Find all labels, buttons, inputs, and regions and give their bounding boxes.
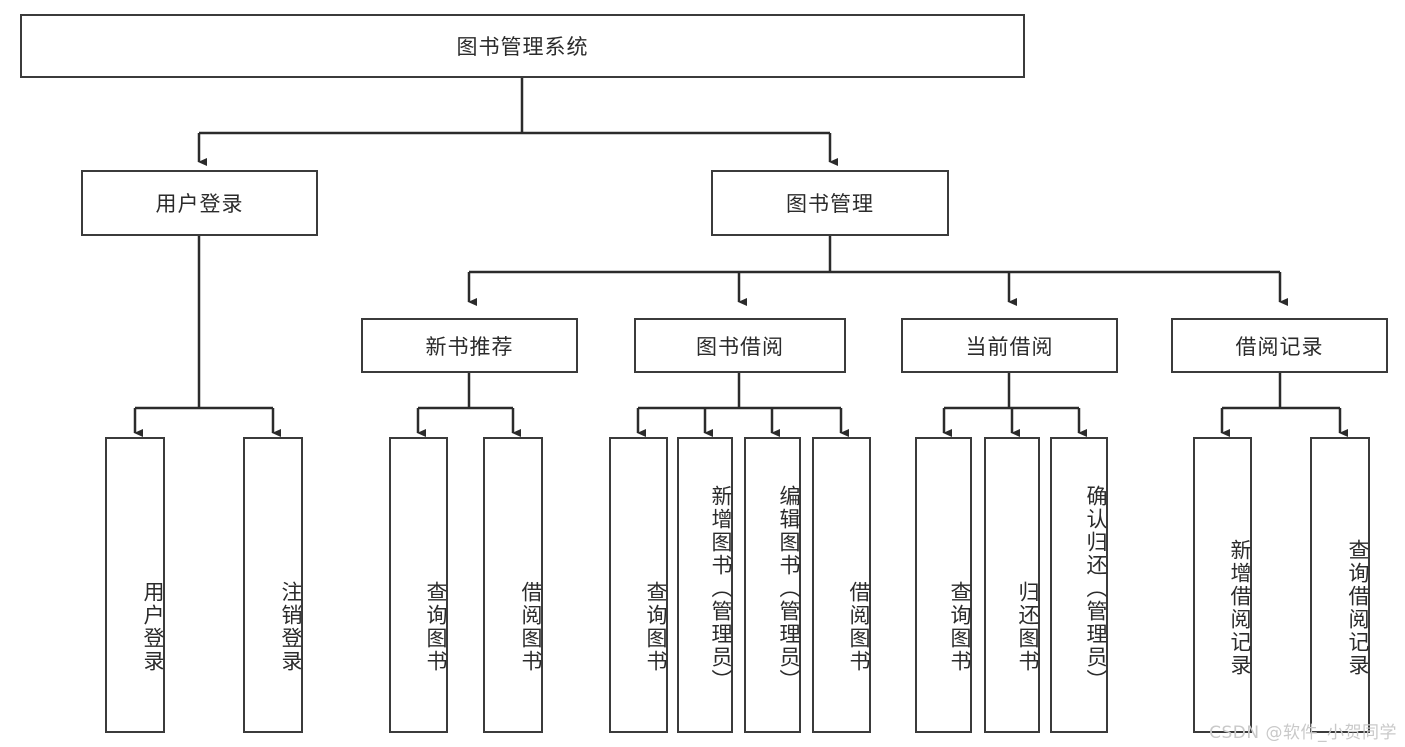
node-leaf-query-book-2-label: 查询图书 <box>644 581 668 673</box>
node-new-book-recommend[interactable]: 新书推荐 <box>361 318 578 373</box>
csdn-watermark: CSDN @软件_小贺同学 <box>1209 723 1397 743</box>
node-leaf-query-record-label: 查询借阅记录 <box>1346 539 1370 677</box>
node-leaf-borrow-book-2[interactable]: 借阅图书 <box>812 437 871 733</box>
node-leaf-edit-book-label: 编辑图书（管理员） <box>777 484 801 692</box>
node-leaf-confirm-return[interactable]: 确认归还（管理员） <box>1050 437 1108 733</box>
node-leaf-borrow-book-1-label: 借阅图书 <box>519 581 543 673</box>
node-leaf-borrow-book-2-label: 借阅图书 <box>847 581 871 673</box>
node-book-borrow-label: 图书借阅 <box>696 334 784 359</box>
node-leaf-logout[interactable]: 注销登录 <box>243 437 303 733</box>
node-root-label: 图书管理系统 <box>456 35 589 59</box>
node-leaf-query-book-1-label: 查询图书 <box>424 581 448 673</box>
node-borrow-record[interactable]: 借阅记录 <box>1171 318 1388 373</box>
node-leaf-query-book-3-label: 查询图书 <box>948 581 972 673</box>
node-leaf-return-book[interactable]: 归还图书 <box>984 437 1040 733</box>
node-book-borrow[interactable]: 图书借阅 <box>634 318 846 373</box>
node-user-login-label: 用户登录 <box>155 192 244 216</box>
node-leaf-add-record-label: 新增借阅记录 <box>1228 539 1252 677</box>
node-leaf-query-book-3[interactable]: 查询图书 <box>915 437 972 733</box>
node-leaf-return-book-label: 归还图书 <box>1016 581 1040 673</box>
node-current-borrow-label: 当前借阅 <box>965 334 1054 359</box>
node-root[interactable]: 图书管理系统 <box>20 14 1025 78</box>
node-leaf-query-book-2[interactable]: 查询图书 <box>609 437 668 733</box>
node-current-borrow[interactable]: 当前借阅 <box>901 318 1118 373</box>
node-borrow-record-label: 借阅记录 <box>1235 334 1324 359</box>
node-leaf-user-login-label: 用户登录 <box>141 581 165 673</box>
node-leaf-confirm-return-label: 确认归还（管理员） <box>1084 484 1108 692</box>
node-user-login[interactable]: 用户登录 <box>81 170 318 236</box>
node-book-manage-label: 图书管理 <box>786 192 874 216</box>
node-leaf-borrow-book-1[interactable]: 借阅图书 <box>483 437 543 733</box>
node-book-manage[interactable]: 图书管理 <box>711 170 949 236</box>
node-leaf-logout-label: 注销登录 <box>279 581 303 673</box>
node-new-book-recommend-label: 新书推荐 <box>425 334 514 359</box>
node-leaf-add-book-label: 新增图书（管理员） <box>709 484 733 692</box>
node-leaf-user-login[interactable]: 用户登录 <box>105 437 165 733</box>
node-leaf-add-book[interactable]: 新增图书（管理员） <box>677 437 733 733</box>
node-leaf-query-book-1[interactable]: 查询图书 <box>389 437 448 733</box>
node-leaf-add-record[interactable]: 新增借阅记录 <box>1193 437 1252 733</box>
node-leaf-query-record[interactable]: 查询借阅记录 <box>1310 437 1370 733</box>
node-leaf-edit-book[interactable]: 编辑图书（管理员） <box>744 437 801 733</box>
